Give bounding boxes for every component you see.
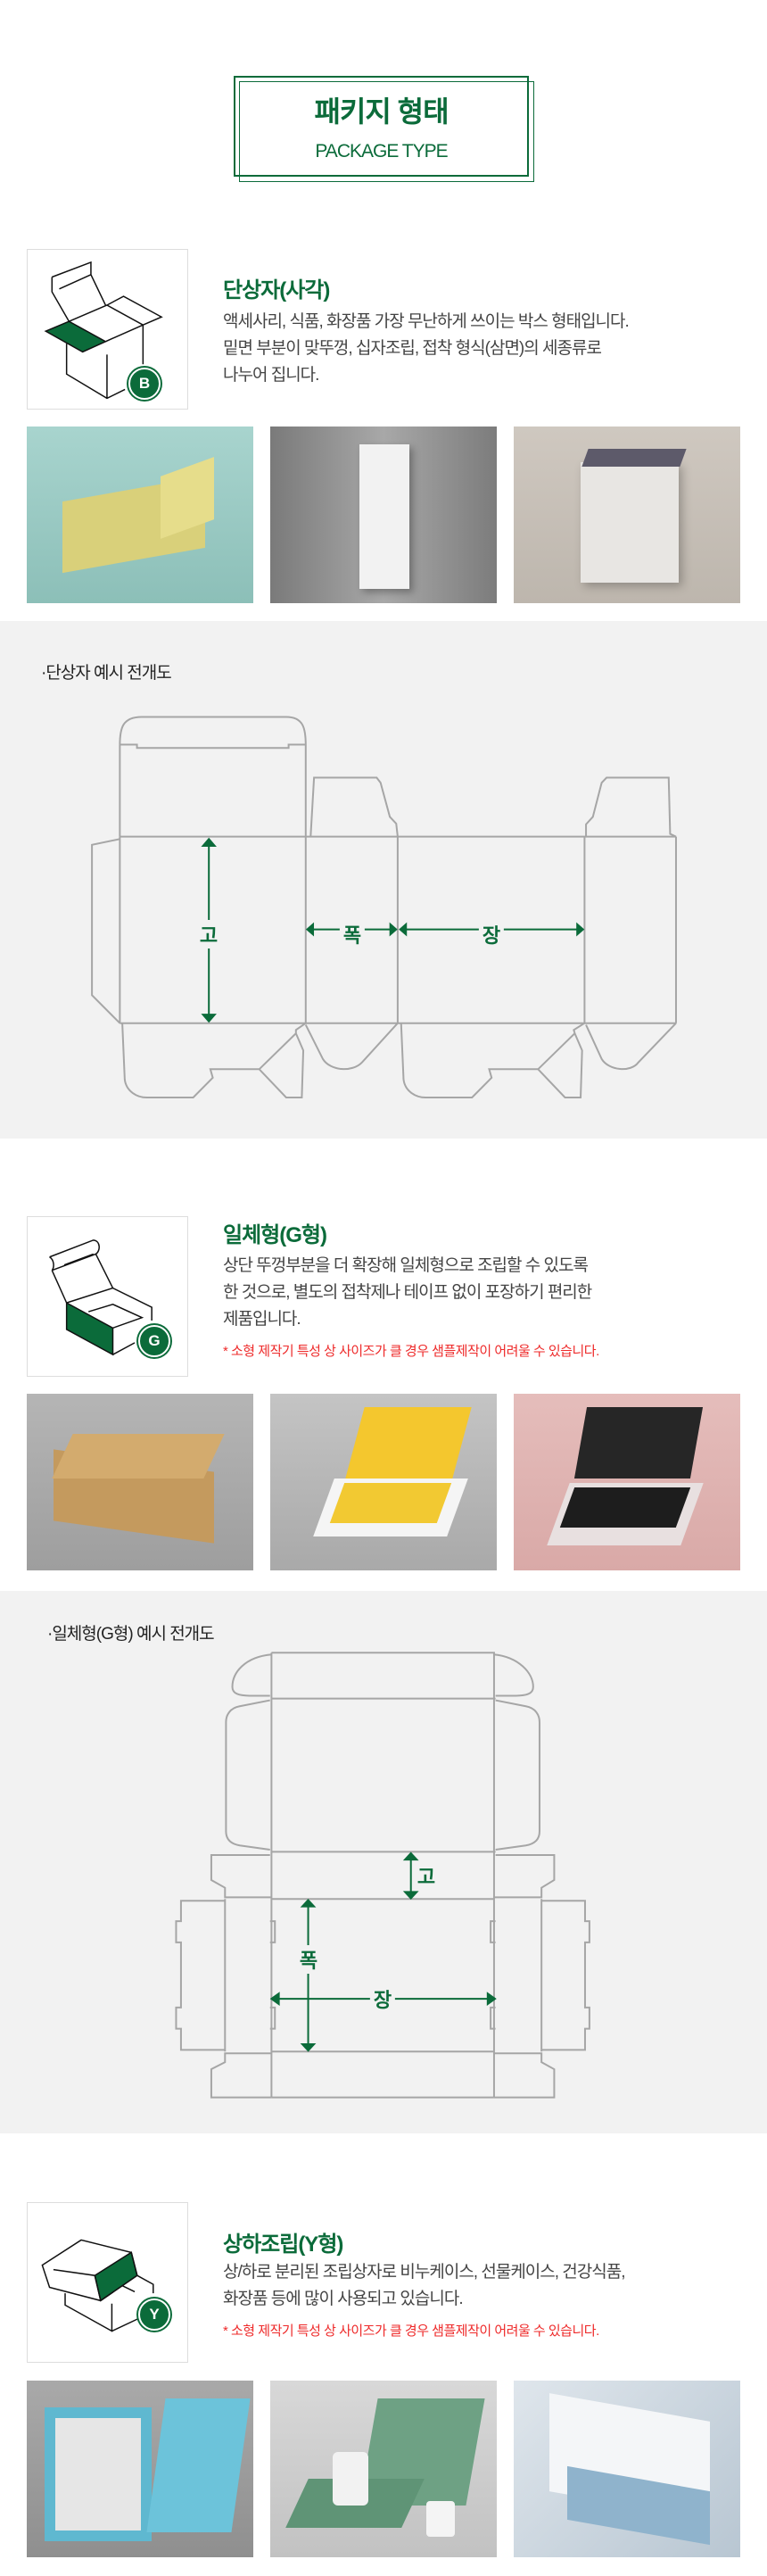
length-label: 장	[478, 920, 505, 948]
badge-b: B	[128, 368, 161, 400]
section-title: 단상자(사각)	[223, 278, 330, 302]
section-description: 액세사리, 식품, 화장품 가장 무난하게 쓰이는 박스 형태입니다. 밑면 부…	[223, 309, 740, 389]
width-label: 폭	[295, 1945, 322, 1974]
section-title: 일체형(G형)	[223, 1223, 327, 1247]
section-description: 상단 뚜껑부분을 더 확장해 일체형으로 조립할 수 있도록 한 것으로, 별도…	[223, 1253, 740, 1333]
dieline-panel: ·단상자 예시 전개도 고 폭 장	[0, 621, 767, 1139]
photo-white-tall-box	[270, 427, 497, 603]
description-line: 제품입니다.	[223, 1310, 301, 1329]
length-label: 장	[369, 1984, 396, 2013]
description-line: 밑면 부분이 맞뚜껑, 십자조립, 접착 형식(삼면)의 세종류로	[223, 339, 602, 358]
photo-kraft-box	[27, 1394, 253, 1570]
size-notice: * 소형 제작기 특성 상 사이즈가 클 경우 샘플제작이 어려울 수 있습니다…	[223, 2323, 599, 2339]
photo-black-box	[514, 1394, 740, 1570]
single-box-dieline	[0, 616, 767, 1151]
dieline-title: ·일체형(G형) 예시 전개도	[47, 1625, 215, 1644]
page-subtitle: PACKAGE TYPE	[315, 141, 448, 162]
description-line: 상단 뚜껑부분을 더 확장해 일체형으로 조립할 수 있도록	[223, 1256, 589, 1275]
description-line: 나누어 집니다.	[223, 366, 319, 385]
description-line: 상/하로 분리된 조립상자로 비누케이스, 선물케이스, 건강식품,	[223, 2263, 626, 2282]
one-piece-box-dieline	[0, 1588, 767, 2141]
page-title: 패키지 형태	[314, 95, 449, 128]
badge-y: Y	[138, 2299, 170, 2331]
dieline-title: ·단상자 예시 전개도	[41, 664, 172, 683]
photo-white-blue-box	[514, 2381, 740, 2557]
title-frame-shadow	[239, 81, 534, 182]
photo-white-box	[514, 427, 740, 603]
width-label: 폭	[339, 920, 366, 948]
description-line: 액세사리, 식품, 화장품 가장 무난하게 쓰이는 박스 형태입니다.	[223, 312, 630, 331]
single-box-icon: B	[27, 249, 188, 410]
section-title: 상하조립(Y형)	[223, 2232, 343, 2257]
photo-blue-box	[27, 2381, 253, 2557]
badge-g: G	[138, 1325, 170, 1357]
height-label: 고	[195, 920, 222, 948]
dieline-panel: ·일체형(G형) 예시 전개도 고 폭 장	[0, 1591, 767, 2133]
lid-base-box-icon: Y	[27, 2202, 188, 2363]
photo-yellow-box	[27, 427, 253, 603]
size-notice: * 소형 제작기 특성 상 사이즈가 클 경우 샘플제작이 어려울 수 있습니다…	[223, 1344, 599, 1359]
one-piece-box-icon: G	[27, 1216, 188, 1377]
title-frame	[234, 76, 529, 177]
height-label: 고	[413, 1861, 440, 1890]
description-line: 한 것으로, 별도의 접착제나 테이프 없이 포장하기 편리한	[223, 1283, 592, 1302]
photo-green-box	[270, 2381, 497, 2557]
section-description: 상/하로 분리된 조립상자로 비누케이스, 선물케이스, 건강식품, 화장품 등…	[223, 2259, 740, 2313]
description-line: 화장품 등에 많이 사용되고 있습니다.	[223, 2290, 464, 2308]
photo-yellow-white-box	[270, 1394, 497, 1570]
